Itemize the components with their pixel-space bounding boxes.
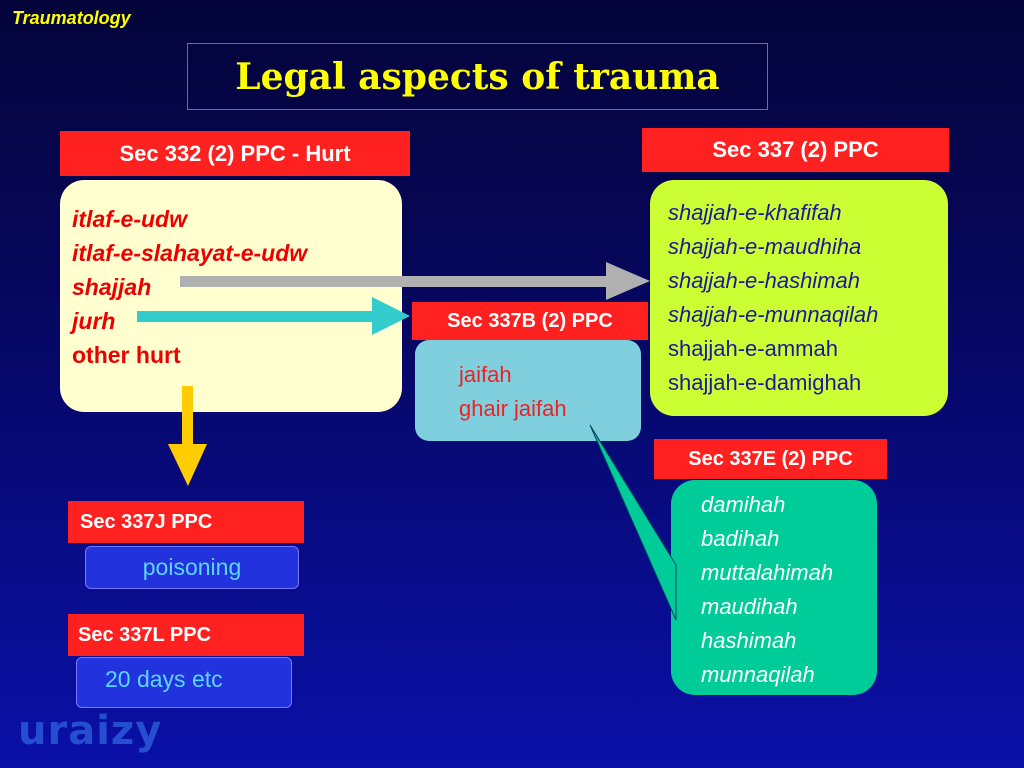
- shajjah-item: shajjah-e-damighah: [668, 370, 862, 395]
- jurh-item: ghair jaifah: [459, 396, 567, 421]
- hurt-item-other: other hurt: [72, 342, 181, 368]
- hurt-item: itlaf-e-udw: [72, 206, 187, 232]
- ghair-jaifah-item: damihah: [701, 492, 786, 517]
- uraizy-watermark-logo: uraizy: [18, 708, 163, 754]
- page-title: Legal aspects of trauma: [235, 55, 720, 98]
- shajjah-item: shajjah-e-maudhiha: [668, 234, 862, 259]
- jurh-item: jaifah: [459, 362, 512, 387]
- shajjah-item: shajjah-e-munnaqilah: [668, 302, 879, 327]
- sec337j-label: Sec 337J PPC: [68, 501, 304, 543]
- shajjah-item: shajjah-e-ammah: [668, 336, 838, 361]
- shajjah-item: shajjah-e-hashimah: [668, 268, 860, 293]
- header-label: Traumatology: [12, 8, 131, 28]
- sec337-label: Sec 337 (2) PPC: [642, 128, 949, 172]
- ghair-jaifah-item: hashimah: [701, 628, 797, 653]
- shajjah-item: shajjah-e-khafifah: [668, 200, 842, 225]
- ghair-jaifah-item: munnaqilah: [701, 662, 815, 687]
- sec337e-label: Sec 337E (2) PPC: [654, 439, 887, 479]
- right-arrow-icon: [180, 262, 650, 300]
- ghair-jaifah-item: badihah: [701, 526, 780, 551]
- sec337l-label: Sec 337L PPC: [68, 614, 304, 656]
- hurt-types-card: itlaf-e-udw itlaf-e-slahayat-e-udw shajj…: [60, 180, 402, 412]
- hurt-item: itlaf-e-slahayat-e-udw: [72, 240, 308, 266]
- down-arrow-icon: [168, 386, 207, 486]
- shajjah-types-card: shajjah-e-khafifah shajjah-e-maudhiha sh…: [650, 180, 948, 416]
- sec332-label: Sec 332 (2) PPC - Hurt: [60, 131, 410, 176]
- other-hurt-duration-box: 20 days etc: [76, 657, 292, 708]
- poisoning-box: poisoning: [85, 546, 299, 589]
- ghair-jaifah-item: maudihah: [701, 594, 798, 619]
- title-box: Legal aspects of trauma: [187, 43, 768, 110]
- hurt-item: jurh: [72, 308, 116, 334]
- hurt-item: shajjah: [72, 274, 152, 300]
- sec337b-label: Sec 337B (2) PPC: [412, 302, 648, 340]
- ghair-jaifah-types-card: damihah badihah muttalahimah maudihah ha…: [671, 480, 877, 695]
- right-arrow-icon: [137, 297, 410, 335]
- ghair-jaifah-item: muttalahimah: [701, 560, 834, 585]
- callout-pointer: [589, 424, 677, 621]
- jurh-types-card: jaifah ghair jaifah: [415, 340, 641, 441]
